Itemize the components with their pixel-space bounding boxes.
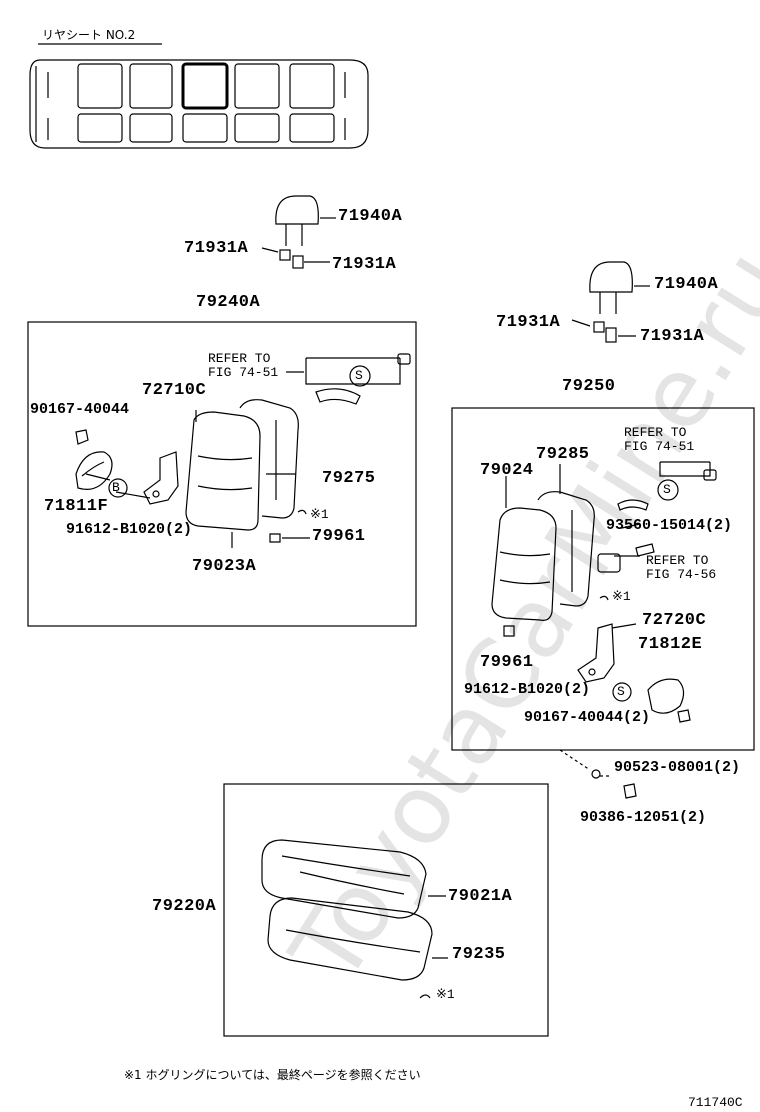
part-cover-right: 71812E xyxy=(638,635,703,654)
part-frame-left: 79275 xyxy=(322,469,376,488)
part-bolt-right-b: 93560-15014(2) xyxy=(606,517,733,534)
hog-ring-note-bottom: ※1 xyxy=(436,987,455,1002)
part-frame-right: 79285 xyxy=(536,445,590,464)
hog-ring-right-icon xyxy=(599,595,609,601)
headrest-right-icon xyxy=(571,261,650,343)
part-screw-right: 91612-B1020(2) xyxy=(464,681,591,698)
hog-ring-left-icon xyxy=(297,509,307,515)
part-cap: 90386-12051(2) xyxy=(580,809,707,826)
hinge-right-icon xyxy=(577,623,615,683)
part-support-left-a: 71931A xyxy=(184,239,249,258)
part-support-right-a: 71931A xyxy=(496,313,561,332)
part-cushion-left: 79023A xyxy=(192,557,257,576)
part-support-right-b: 71931A xyxy=(640,327,705,346)
hinge-left-icon xyxy=(143,410,197,505)
hog-ring-note-left: ※1 xyxy=(310,507,329,522)
part-support-left-b: 71931A xyxy=(332,255,397,274)
s-symbol-right-2-icon xyxy=(612,682,632,702)
part-cushion-right: 79024 xyxy=(480,461,534,480)
cover-left-icon xyxy=(75,451,113,490)
refer-left: REFER TO FIG 74-51 xyxy=(208,351,279,380)
washer-icon xyxy=(591,769,601,779)
part-headrest-right: 71940A xyxy=(654,275,719,294)
s-symbol-right-2-label: S xyxy=(617,684,625,699)
b-symbol-label: B xyxy=(112,480,120,495)
seat-cushion-icon xyxy=(261,839,448,981)
part-clip-right: 79961 xyxy=(480,653,534,672)
part-washer: 90523-08001(2) xyxy=(614,759,741,776)
hog-ring-note-right: ※1 xyxy=(612,589,631,604)
b-symbol-icon xyxy=(108,478,128,498)
bolt-left-icon xyxy=(75,429,89,445)
vehicle-section-title: リヤシート NO.2 xyxy=(42,28,136,42)
part-cover-left: 71811F xyxy=(44,497,109,516)
footnote: ※1 ホグリングについては、最終ページを参照ください xyxy=(124,1068,421,1082)
figure-code: 711740C xyxy=(688,1095,743,1110)
clip-right-icon xyxy=(503,625,515,637)
refer-right-a: REFER TO FIG 74-51 xyxy=(624,425,695,454)
refer-right-b: REFER TO FIG 74-56 xyxy=(646,553,717,582)
headrest-left-icon xyxy=(261,195,336,269)
cap-icon xyxy=(623,783,637,799)
seatback-left-icon xyxy=(185,353,411,531)
seatback-right-icon xyxy=(491,461,717,621)
cover-right-icon xyxy=(647,678,685,714)
part-seatback-assy-left: 79240A xyxy=(196,293,261,312)
s-symbol-left-label: S xyxy=(355,368,363,383)
part-headrest-left: 71940A xyxy=(338,207,403,226)
part-bolt-left: 90167-40044 xyxy=(30,401,130,418)
bolt-right-icon xyxy=(677,709,691,723)
part-bolt-right: 90167-40044(2) xyxy=(524,709,651,726)
part-seat-pad: 79235 xyxy=(452,945,506,964)
part-hinge-left: 72710C xyxy=(142,381,207,400)
part-screw-left: 91612-B1020(2) xyxy=(66,521,193,538)
hog-ring-bottom-icon xyxy=(419,994,431,999)
vehicle-layout-icon xyxy=(29,59,369,149)
s-symbol-right-icon xyxy=(657,479,679,501)
clip-left-icon xyxy=(269,533,281,543)
part-seat-cover: 79021A xyxy=(448,887,513,906)
part-seatback-assy-right: 79250 xyxy=(562,377,616,396)
s-symbol-right-label: S xyxy=(663,482,671,497)
part-seat-cushion-assy: 79220A xyxy=(152,897,217,916)
part-hinge-right: 72720C xyxy=(642,611,707,630)
part-clip-left: 79961 xyxy=(312,527,366,546)
s-symbol-left-icon xyxy=(349,365,371,387)
